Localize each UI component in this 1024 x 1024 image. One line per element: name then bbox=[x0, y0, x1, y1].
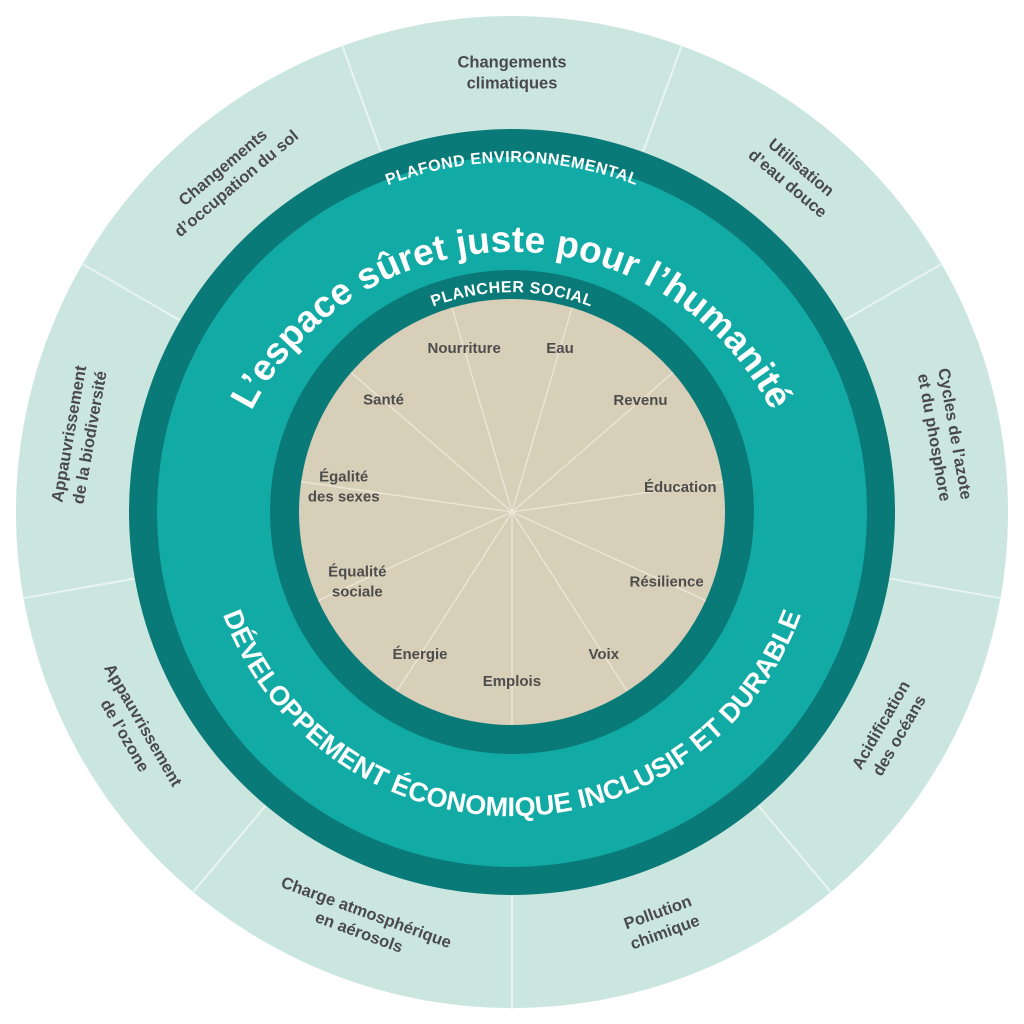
social-dimension-label: Résilience bbox=[629, 574, 703, 591]
outer-divider bbox=[642, 44, 683, 152]
core-divider bbox=[396, 511, 513, 692]
core-divider bbox=[511, 372, 674, 513]
outer-divider bbox=[889, 577, 1002, 600]
social-dimension-label: Énergie bbox=[392, 646, 447, 663]
social-dimension-label: Voix bbox=[589, 646, 620, 663]
social-dimension-label: Éducation bbox=[644, 479, 717, 496]
environmental-boundary-label: Cycles de l’azoteet du phosphore bbox=[913, 367, 975, 505]
core-divider bbox=[451, 307, 513, 513]
social-dimension-label: Nourriture bbox=[428, 340, 501, 357]
outer-divider bbox=[844, 262, 943, 321]
core-divider bbox=[511, 307, 573, 513]
core-divider bbox=[511, 481, 723, 513]
social-dimension-label: Santé bbox=[363, 392, 404, 409]
core-divider bbox=[511, 511, 707, 602]
social-dimension-label: Emplois bbox=[483, 673, 541, 690]
outer-divider bbox=[341, 44, 382, 152]
environmental-ceiling-dividers bbox=[22, 44, 1002, 1009]
outer-divider bbox=[22, 577, 135, 600]
outer-divider bbox=[191, 805, 266, 894]
social-floor-dividers bbox=[301, 307, 723, 725]
social-dimension-label: Revenu bbox=[613, 392, 667, 409]
core-divider bbox=[317, 511, 513, 602]
outer-divider bbox=[81, 262, 180, 321]
outer-divider bbox=[758, 805, 833, 894]
core-divider bbox=[301, 481, 513, 513]
social-dimension-label: Eau bbox=[546, 340, 574, 357]
core-divider bbox=[350, 372, 513, 513]
core-divider bbox=[511, 511, 628, 692]
